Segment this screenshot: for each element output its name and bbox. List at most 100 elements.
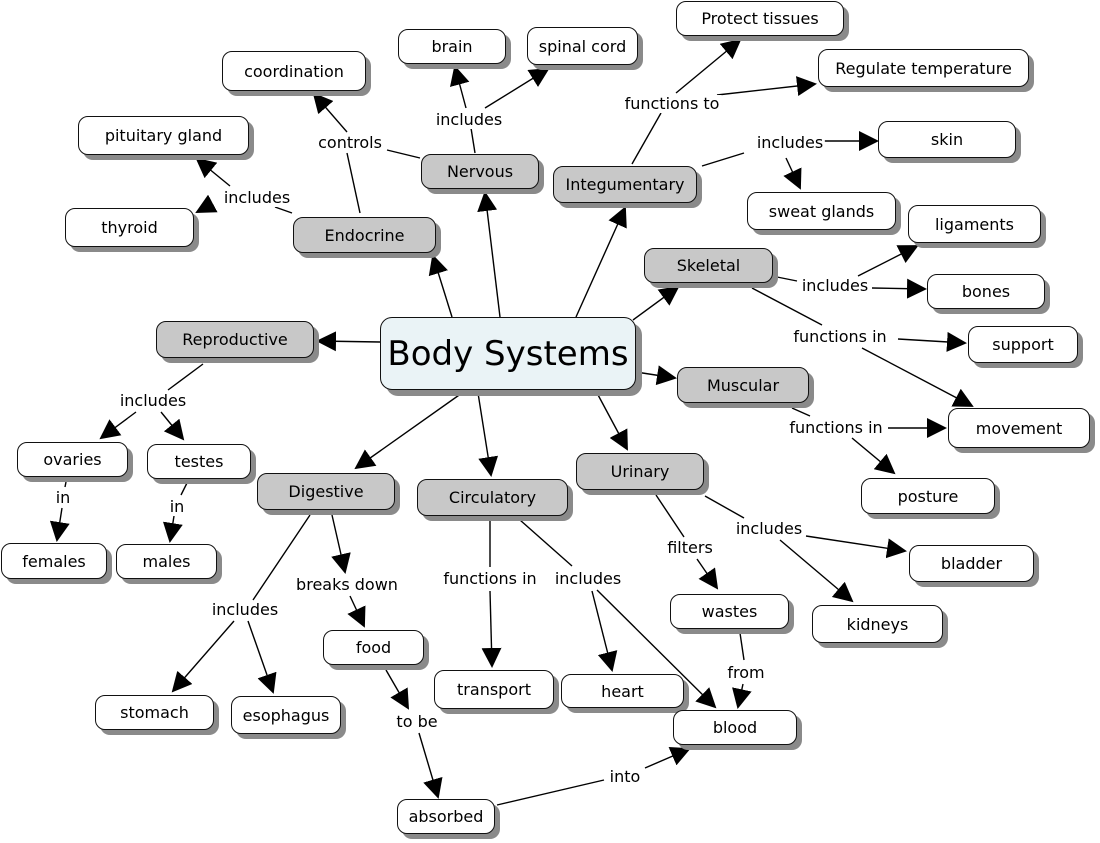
node-testes[interactable]: testes: [147, 444, 251, 479]
node-support[interactable]: support: [968, 326, 1078, 363]
edge-root-digestive: [354, 392, 463, 470]
connector-line: [162, 515, 183, 543]
node-skin[interactable]: skin: [878, 121, 1016, 158]
node-stomach[interactable]: stomach: [95, 695, 214, 730]
connector-line: [776, 276, 798, 282]
connector-line: [385, 669, 410, 710]
node-ovaries[interactable]: ovaries: [17, 442, 128, 477]
connector-line: [783, 157, 802, 190]
link-label-filters: filters: [665, 538, 715, 557]
node-integumentary[interactable]: Integumentary: [553, 166, 697, 203]
edge-root-endocrine: [428, 254, 453, 318]
link-label-endocrine-includes: includes: [221, 188, 293, 207]
link-label-into: into: [607, 767, 643, 786]
link-label-digestive-includes: includes: [209, 600, 281, 619]
connector-line: [851, 437, 896, 475]
connector-line: [739, 632, 745, 661]
connector-line: [701, 152, 745, 167]
connector-line: [481, 590, 502, 668]
connector-line: [160, 411, 185, 441]
connector-line: [655, 494, 685, 538]
connector-line: [195, 157, 231, 187]
node-transport[interactable]: transport: [434, 670, 554, 709]
connector-line: [596, 589, 717, 709]
connector-line: [861, 347, 974, 407]
node-pituitary-gland[interactable]: pituitary gland: [78, 116, 249, 155]
connector-line: [331, 514, 351, 574]
node-kidneys[interactable]: kidneys: [812, 605, 943, 643]
link-label-circulatory-includes: includes: [552, 569, 624, 588]
edge-root-skeletal: [632, 285, 680, 321]
node-movement[interactable]: movement: [948, 408, 1090, 448]
node-urinary[interactable]: Urinary: [576, 453, 704, 490]
edge-root-reproductive: [316, 331, 381, 352]
node-nervous[interactable]: Nervous: [421, 154, 539, 189]
link-label-testes-in: in: [167, 497, 187, 516]
connector-line: [496, 779, 605, 806]
connector-line: [631, 112, 662, 165]
connector-line: [418, 732, 443, 799]
connector-line: [791, 407, 811, 417]
connector-line: [751, 287, 823, 326]
root-node-body-systems[interactable]: Body Systems: [380, 317, 636, 390]
link-label-urinary-includes: includes: [733, 519, 805, 538]
edge-root-integumentary: [575, 206, 627, 318]
connector-line: [716, 76, 817, 96]
connector-line: [591, 590, 618, 672]
connector-line: [346, 152, 361, 214]
node-coordination[interactable]: coordination: [222, 51, 366, 91]
node-heart[interactable]: heart: [561, 674, 684, 708]
connector-line: [897, 331, 967, 352]
link-label-nervous-includes: includes: [433, 110, 505, 129]
node-sweat-glands[interactable]: sweat glands: [747, 192, 896, 230]
edge-root-urinary: [596, 392, 628, 451]
connector-line: [347, 595, 366, 628]
edge-root-nervous: [477, 191, 501, 318]
node-digestive[interactable]: Digestive: [257, 473, 395, 510]
connector-line: [386, 149, 421, 159]
node-absorbed[interactable]: absorbed: [397, 799, 495, 834]
node-thyroid[interactable]: thyroid: [65, 208, 194, 247]
connector-line: [675, 38, 742, 94]
node-endocrine[interactable]: Endocrine: [293, 217, 436, 253]
node-regulate-temperature[interactable]: Regulate temperature: [818, 49, 1029, 87]
node-circulatory[interactable]: Circulatory: [417, 479, 568, 516]
connector-line: [871, 278, 927, 299]
node-skeletal[interactable]: Skeletal: [644, 248, 773, 283]
node-wastes[interactable]: wastes: [670, 594, 789, 629]
node-protect-tissues[interactable]: Protect tissues: [676, 1, 844, 36]
connector-line: [704, 495, 745, 519]
node-food[interactable]: food: [323, 630, 424, 665]
node-females[interactable]: females: [1, 543, 107, 579]
connector-line: [696, 558, 719, 590]
connector-line: [805, 535, 907, 559]
node-posture[interactable]: posture: [861, 478, 995, 514]
node-bladder[interactable]: bladder: [909, 545, 1034, 582]
connector-line: [312, 92, 348, 133]
connector-line: [857, 245, 919, 277]
node-reproductive[interactable]: Reproductive: [156, 321, 314, 358]
node-blood[interactable]: blood: [673, 710, 797, 745]
link-label-controls: controls: [316, 133, 384, 152]
node-brain[interactable]: brain: [398, 29, 506, 64]
node-ligaments[interactable]: ligaments: [908, 205, 1041, 243]
node-spinal-cord[interactable]: spinal cord: [527, 27, 638, 65]
connector-line: [99, 411, 137, 440]
link-label-skeletal-functions-in: functions in: [791, 327, 889, 346]
connector-line: [252, 514, 311, 601]
link-label-to-be: to be: [394, 712, 440, 731]
node-muscular[interactable]: Muscular: [677, 367, 809, 403]
connector-line: [450, 65, 470, 109]
node-esophagus[interactable]: esophagus: [231, 696, 341, 734]
connector-line: [484, 67, 550, 109]
connector-line: [171, 620, 235, 693]
node-males[interactable]: males: [116, 544, 217, 579]
link-label-breaks-down: breaks down: [294, 575, 400, 594]
connector-line: [644, 746, 691, 769]
connector-line: [247, 620, 277, 694]
connector-line: [64, 481, 67, 488]
link-label-integumentary-includes: includes: [754, 133, 826, 152]
connector-line: [779, 539, 854, 603]
node-bones[interactable]: bones: [927, 274, 1045, 309]
